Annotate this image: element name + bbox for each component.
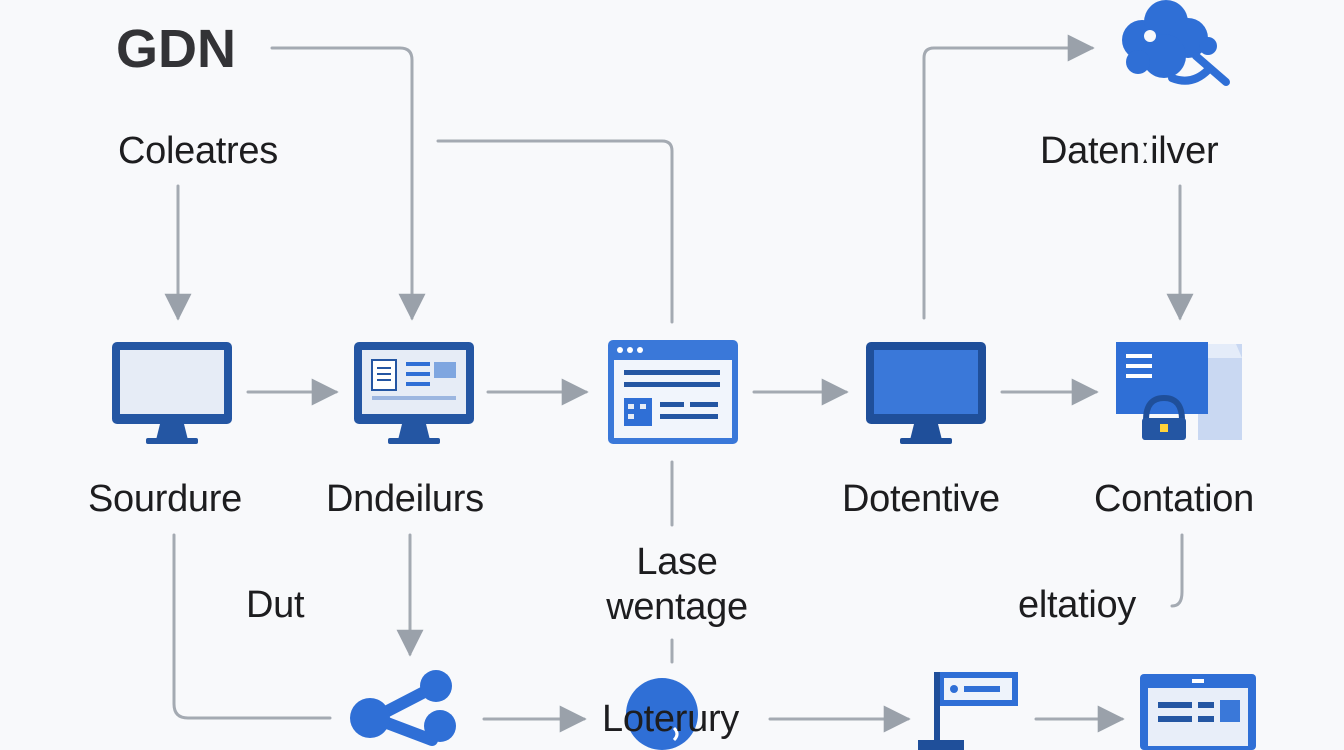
globe-icon [626,678,698,750]
label-lase-wentage: Lase wentage [606,541,748,628]
connector-contation-bracket [1170,533,1184,608]
connector-gdn-to-dndeilurs [270,46,426,321]
diagram-title: GDN [116,19,236,79]
label-datenilver: Datenːilver [1040,130,1219,172]
label-dotentive: Dotentive [842,478,1000,520]
connector-sourdure-loop [172,533,332,720]
cloud-network-icon [1122,0,1230,86]
label-coleatres: Coleatres [118,130,278,172]
label-eltatioy: eltatioy [1018,584,1137,626]
monitor-icon [112,342,232,444]
web-window-icon [608,340,738,444]
share-icon [350,670,456,746]
document-monitor-icon [354,342,474,444]
flag-icon [918,672,1018,750]
label-sourdure: Sourdure [88,478,242,520]
browser-icon [1140,674,1256,750]
label-dut: Dut [246,584,305,626]
monitor-icon [866,342,986,444]
connector-dotentive-to-cloud [922,34,1095,320]
label-loterury: Loterury [602,698,740,740]
label-dndeilurs: Dndeilurs [326,478,484,520]
label-contation: Contation [1094,478,1254,520]
connector-top-to-window [436,139,674,324]
document-lock-icon [1116,342,1242,440]
